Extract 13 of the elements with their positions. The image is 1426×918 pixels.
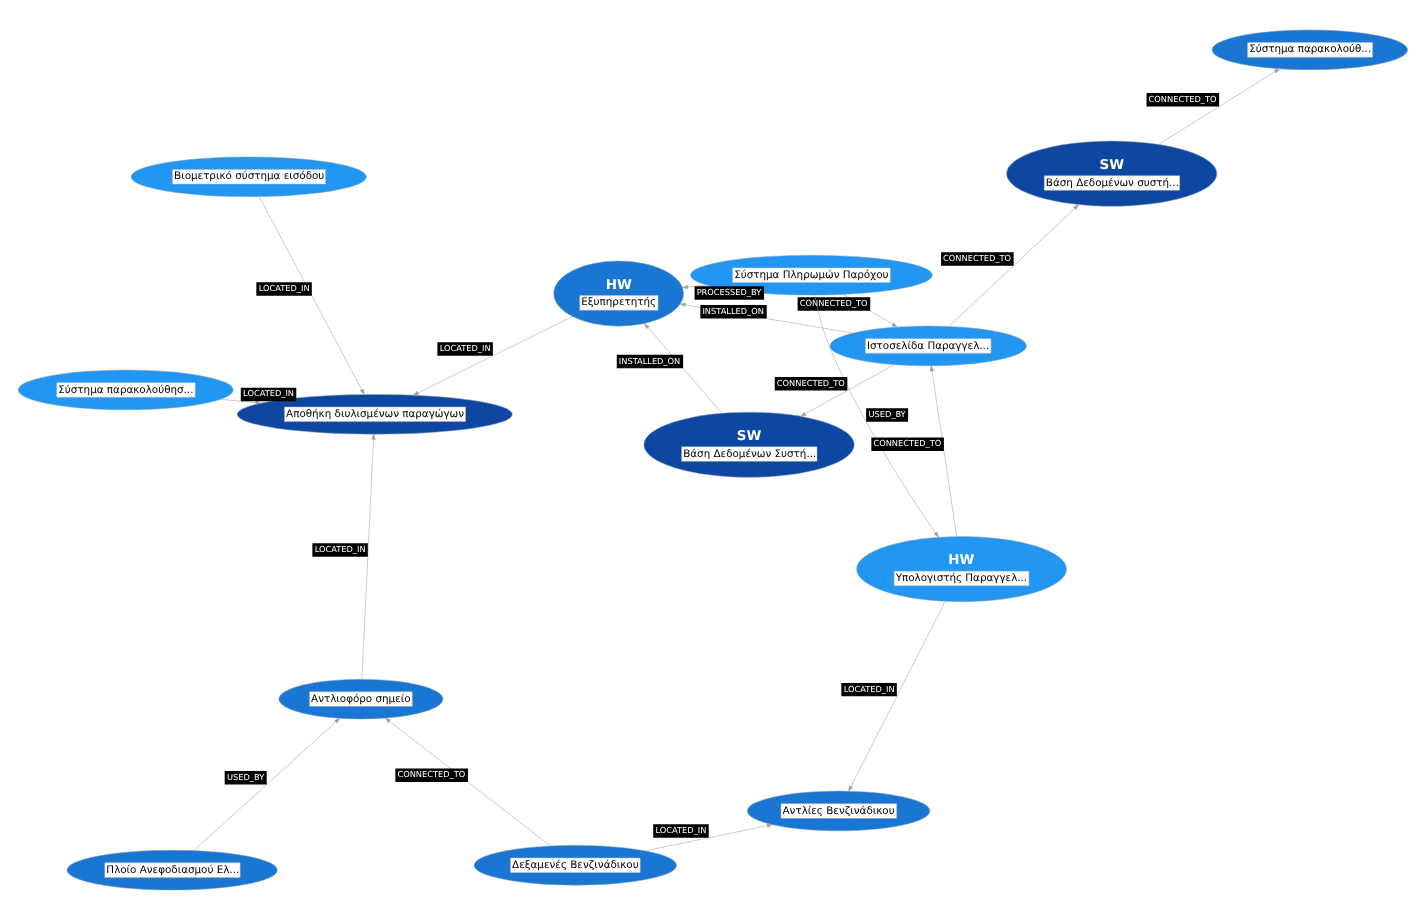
arrow [259,195,365,394]
arrow [1158,67,1280,144]
arrow [848,600,946,791]
arrow [413,315,573,395]
arrow [361,432,376,679]
arrow [948,203,1079,326]
arrow [800,363,895,416]
arrow [385,716,551,846]
arrow [929,364,957,536]
arrow [682,283,708,288]
arrow [644,322,722,413]
arrow [220,397,262,404]
arrow [193,717,340,850]
